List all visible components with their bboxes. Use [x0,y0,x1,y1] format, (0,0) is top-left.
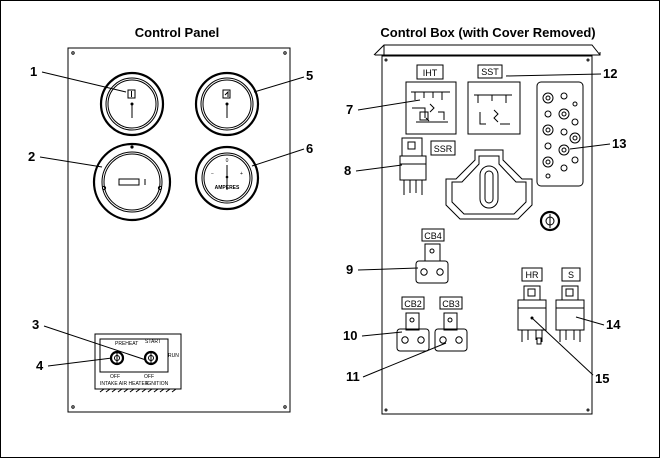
callout-12: 12 [603,66,617,81]
svg-text:0: 0 [226,158,229,164]
iht-label: IHT [423,68,438,78]
control-panel-title: Control Panel [135,25,220,40]
callout-8: 8 [344,163,351,178]
callout-lines [39,71,611,378]
svg-text:−: − [211,171,214,177]
sst-relay: SST [467,64,521,135]
intake-heater-switch[interactable] [109,350,125,366]
ammeter-label: AMPERES [215,185,240,191]
gauge-5 [194,71,260,137]
off-left-text: OFF [110,374,120,380]
callout-13: 13 [612,136,626,151]
control-panel: 0 − + AMPERES PREHEAT START RUN OFF OFF … [67,47,291,413]
callout-6: 6 [306,141,313,156]
center-hub [445,149,533,220]
hr-relay: HR [517,267,547,345]
callout-3: 3 [32,317,39,332]
callout-4: 4 [36,358,44,373]
cb3-label: CB3 [442,299,460,309]
preheat-text: PREHEAT [115,341,138,347]
gauge-1 [99,71,165,137]
ignition-switch[interactable] [143,350,159,366]
callout-7: 7 [346,102,353,117]
hour-meter-2 [92,142,172,222]
s-label: S [568,270,574,280]
callout-numbers: 1 2 3 4 5 6 7 8 9 10 11 12 13 14 15 [28,64,626,386]
callout-10: 10 [343,328,357,343]
ssr-relay: SSR [399,137,456,195]
hr-label: HR [526,270,539,280]
ignition-text: IGNITION [146,381,169,387]
iht-relay: IHT [405,64,457,135]
callout-14: 14 [606,317,621,332]
cb4-label: CB4 [424,231,442,241]
callout-11: 11 [346,369,360,384]
cb3-breaker: CB3 [434,296,468,352]
control-box: IHT SST [373,44,601,415]
cb2-breaker: CB2 [396,296,430,352]
off-right-text: OFF [144,374,154,380]
sst-label: SST [481,67,499,77]
ammeter-6: 0 − + AMPERES [194,145,260,211]
callout-2: 2 [28,149,35,164]
callout-9: 9 [346,262,353,277]
intake-air-heater-text: INTAKE AIR HEATER [100,381,149,387]
svg-text:+: + [240,171,243,177]
s-relay: S [555,267,585,342]
callout-1: 1 [30,64,37,79]
cb2-label: CB2 [404,299,422,309]
callout-15: 15 [595,371,609,386]
ssr-label: SSR [434,144,453,154]
control-box-title: Control Box (with Cover Removed) [380,25,595,40]
start-text: START [145,339,161,345]
cb4-breaker: CB4 [415,228,449,284]
terminal-block-13 [536,81,584,187]
run-text: RUN [168,353,179,359]
callout-5: 5 [306,68,313,83]
fuse-knob [539,210,561,232]
switch-plate: PREHEAT START RUN OFF OFF INTAKE AIR HEA… [94,333,182,393]
